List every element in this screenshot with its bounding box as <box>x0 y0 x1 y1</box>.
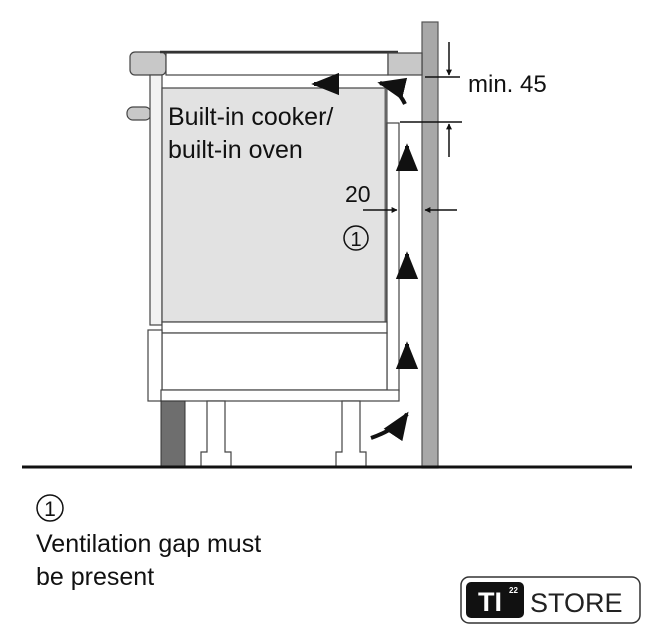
cabinet-side-panel <box>386 122 400 392</box>
ti-store-logo: TI 22 STORE <box>460 576 641 624</box>
leg-right <box>335 400 367 468</box>
dimension-gap-label: 20 <box>345 181 371 207</box>
hob-glass <box>165 52 389 76</box>
dimension-top-label: min. 45 <box>468 71 547 98</box>
logo-word: STORE <box>530 588 623 618</box>
logo-badge: TI <box>478 587 502 617</box>
appliance-label-line1: Built-in cooker/ <box>168 103 333 131</box>
plinth <box>160 400 186 468</box>
appliance-label-line2: built-in oven <box>168 136 303 164</box>
logo-superscript: 22 <box>509 586 518 595</box>
legend-line1: Ventilation gap must <box>36 530 261 558</box>
base <box>160 389 400 402</box>
dimension-lines <box>363 42 462 213</box>
legend-line2: be present <box>36 563 154 591</box>
leg-left <box>200 400 232 468</box>
wall <box>421 21 439 469</box>
cabinet-front-panel <box>149 74 163 326</box>
airflow-arrows <box>311 72 419 442</box>
legend-marker-number: 1 <box>44 498 56 521</box>
drawer <box>161 332 388 391</box>
worktop-right <box>387 52 423 76</box>
marker-number: 1 <box>350 229 361 251</box>
legend-marker-circle <box>36 494 64 522</box>
worktop-left <box>129 51 167 76</box>
marker-circle <box>343 225 369 251</box>
oven-knob <box>126 106 152 121</box>
